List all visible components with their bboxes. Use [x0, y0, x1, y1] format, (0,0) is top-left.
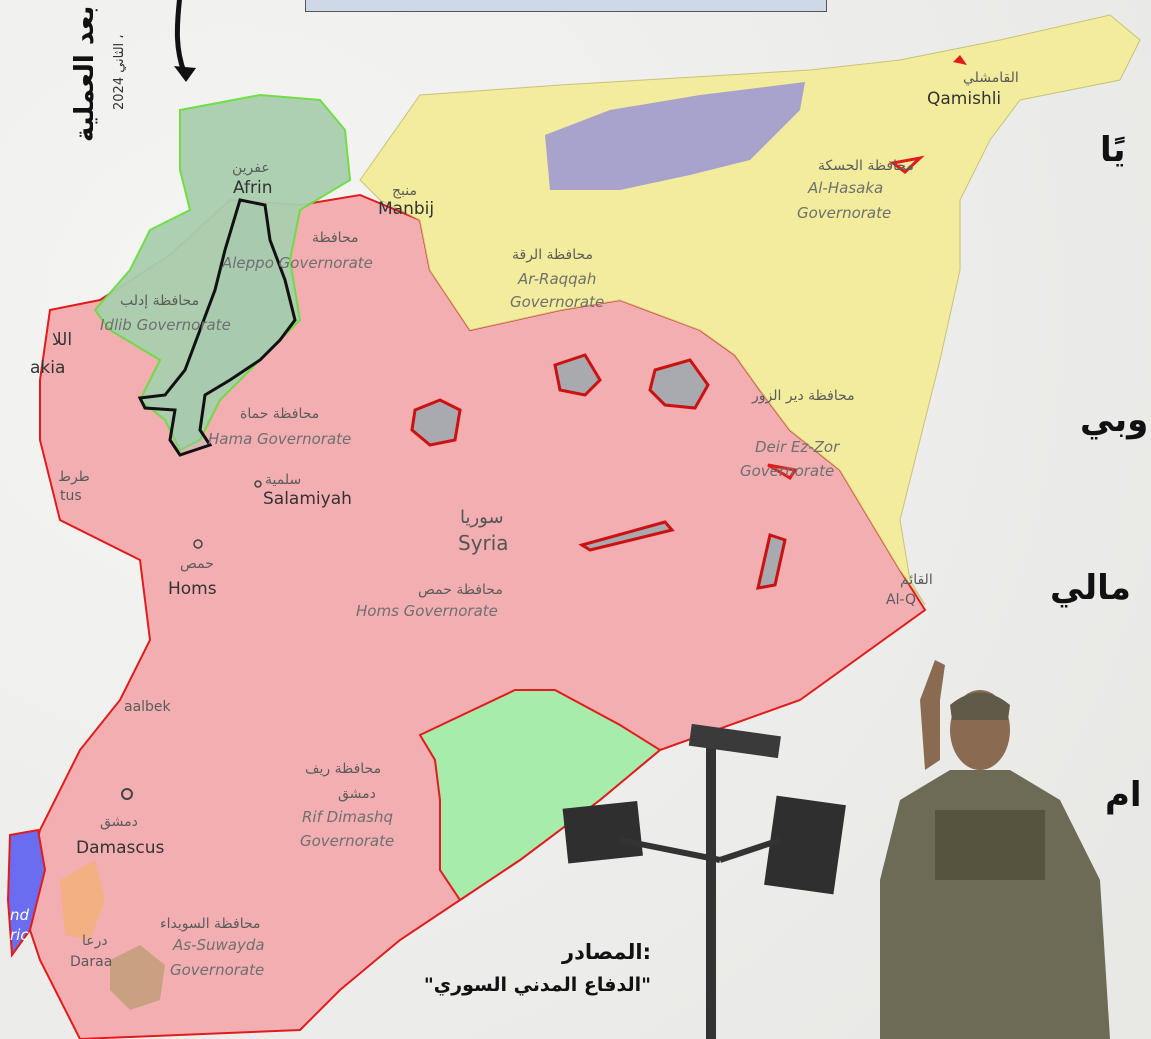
label-alqaim-ar: القائم: [900, 572, 933, 588]
label-deir-en1: Deir Ez-Zor: [755, 438, 840, 456]
label-hasaka-en2: Governorate: [797, 204, 891, 222]
label-daraa-en: Daraa: [70, 954, 112, 970]
label-alqaim-en: Al-Q: [886, 592, 916, 608]
pointer-arrow: [174, 0, 187, 73]
label-qamishli-en: Qamishli: [927, 89, 1001, 109]
label-homsgov-en: Homs Governorate: [356, 602, 498, 620]
isis-cell-3: [410, 398, 462, 447]
label-raqqa-en2: Governorate: [510, 293, 604, 311]
label-suwayda-en2: Governorate: [170, 961, 264, 979]
label-latakia-ar: اللا: [52, 330, 72, 350]
label-suwayda-ar: محافظة السويداء: [160, 916, 261, 932]
edge-text-3: مالي: [1050, 568, 1131, 608]
isis-cell-5: [756, 533, 787, 590]
label-tartus-en: tus: [60, 488, 82, 504]
soldier-photo: [880, 660, 1110, 1039]
opposition-area: [93, 93, 352, 452]
label-rif-en1: Rif Dimashq: [302, 808, 393, 826]
label-deir-ar: محافظة دير الزور: [751, 388, 855, 404]
label-syria-en: Syria: [458, 531, 509, 555]
label-hasaka-en1: Al-Hasaka: [807, 179, 883, 197]
sources-heading: المصادر:: [561, 940, 651, 964]
isis-cell-2: [648, 358, 710, 410]
label-homs-ar: حمص: [180, 556, 214, 572]
south-brown-area: [110, 945, 165, 1010]
label-homsgov-ar: محافظة حمص: [418, 582, 503, 598]
label-afrin-en: Afrin: [233, 178, 273, 198]
qamishli-marker: [953, 55, 967, 65]
label-tartus-ar: طرط: [58, 469, 90, 485]
edge-text-4: ام: [1105, 775, 1142, 815]
operation-outline: [137, 198, 297, 457]
label-idlib-ar: محافظة إدلب: [120, 293, 199, 309]
label-raqqa-en1: Ar-Raqqah: [517, 270, 596, 288]
south-orange-area: [60, 860, 105, 940]
golan-blue-area: [6, 828, 47, 958]
label-rif-ar2: دمشق: [338, 786, 376, 802]
isis-cell-1: [553, 353, 602, 397]
label-rif-ar1: محافظة ريف: [305, 761, 381, 777]
label-golan-en2: ric: [10, 926, 29, 944]
label-syria-ar: سوريا: [460, 507, 504, 528]
label-salamiyah-en: Salamiyah: [263, 489, 352, 509]
label-manbij-ar: منبج: [392, 183, 417, 199]
damascus-marker: [121, 788, 133, 800]
label-damascus-ar: دمشق: [100, 814, 138, 830]
label-baalbek-en: aalbek: [124, 699, 172, 715]
label-suwayda-en1: As-Suwayda: [172, 936, 265, 954]
red-patch-deir: [767, 463, 798, 481]
label-salamiyah-ar: سلمية: [265, 472, 301, 488]
label-latakia-en: akia: [30, 358, 65, 378]
sources-line-1: "الدفاع المدني السوري": [423, 974, 651, 996]
label-aleppo-ar: محافظة: [312, 230, 358, 246]
salamiyah-marker: [254, 480, 262, 488]
label-afrin-ar: عفرين: [232, 160, 270, 176]
label-aleppo-en: Aleppo Governorate: [221, 254, 373, 272]
pointer-arrowhead: [174, 66, 196, 82]
isis-cell-4: [578, 520, 675, 552]
purple-zone: [545, 82, 805, 190]
label-deir-en2: Governorate: [740, 462, 834, 480]
label-rif-en2: Governorate: [300, 832, 394, 850]
homs-marker: [193, 539, 203, 549]
label-raqqa-ar: محافظة الرقة: [512, 247, 593, 263]
inset-map-frame: [305, 0, 827, 12]
label-hama-en: Hama Governorate: [208, 430, 351, 448]
sources-block: المصادر: "الدفاع المدني السوري": [424, 940, 651, 996]
label-manbij-en: Manbij: [378, 199, 434, 219]
label-qamishli-ar: القامشلي: [963, 70, 1019, 86]
edge-text-2: وبي: [1080, 400, 1149, 440]
label-homs-en: Homs: [168, 579, 217, 599]
label-daraa-ar: درعا: [82, 933, 108, 949]
red-patch-hasaka: [889, 155, 925, 174]
tanf-area: [418, 689, 662, 902]
label-idlib-en: Idlib Governorate: [100, 316, 231, 334]
label-hasaka-ar: محافظة الحسكة: [818, 158, 914, 174]
label-golan-en1: nd: [10, 906, 30, 924]
label-hama-ar: محافظة حماة: [240, 406, 319, 422]
street-lamp-photo: [562, 723, 846, 1039]
label-damascus-en: Damascus: [76, 838, 164, 858]
edge-text-1: يًا: [1100, 130, 1126, 170]
